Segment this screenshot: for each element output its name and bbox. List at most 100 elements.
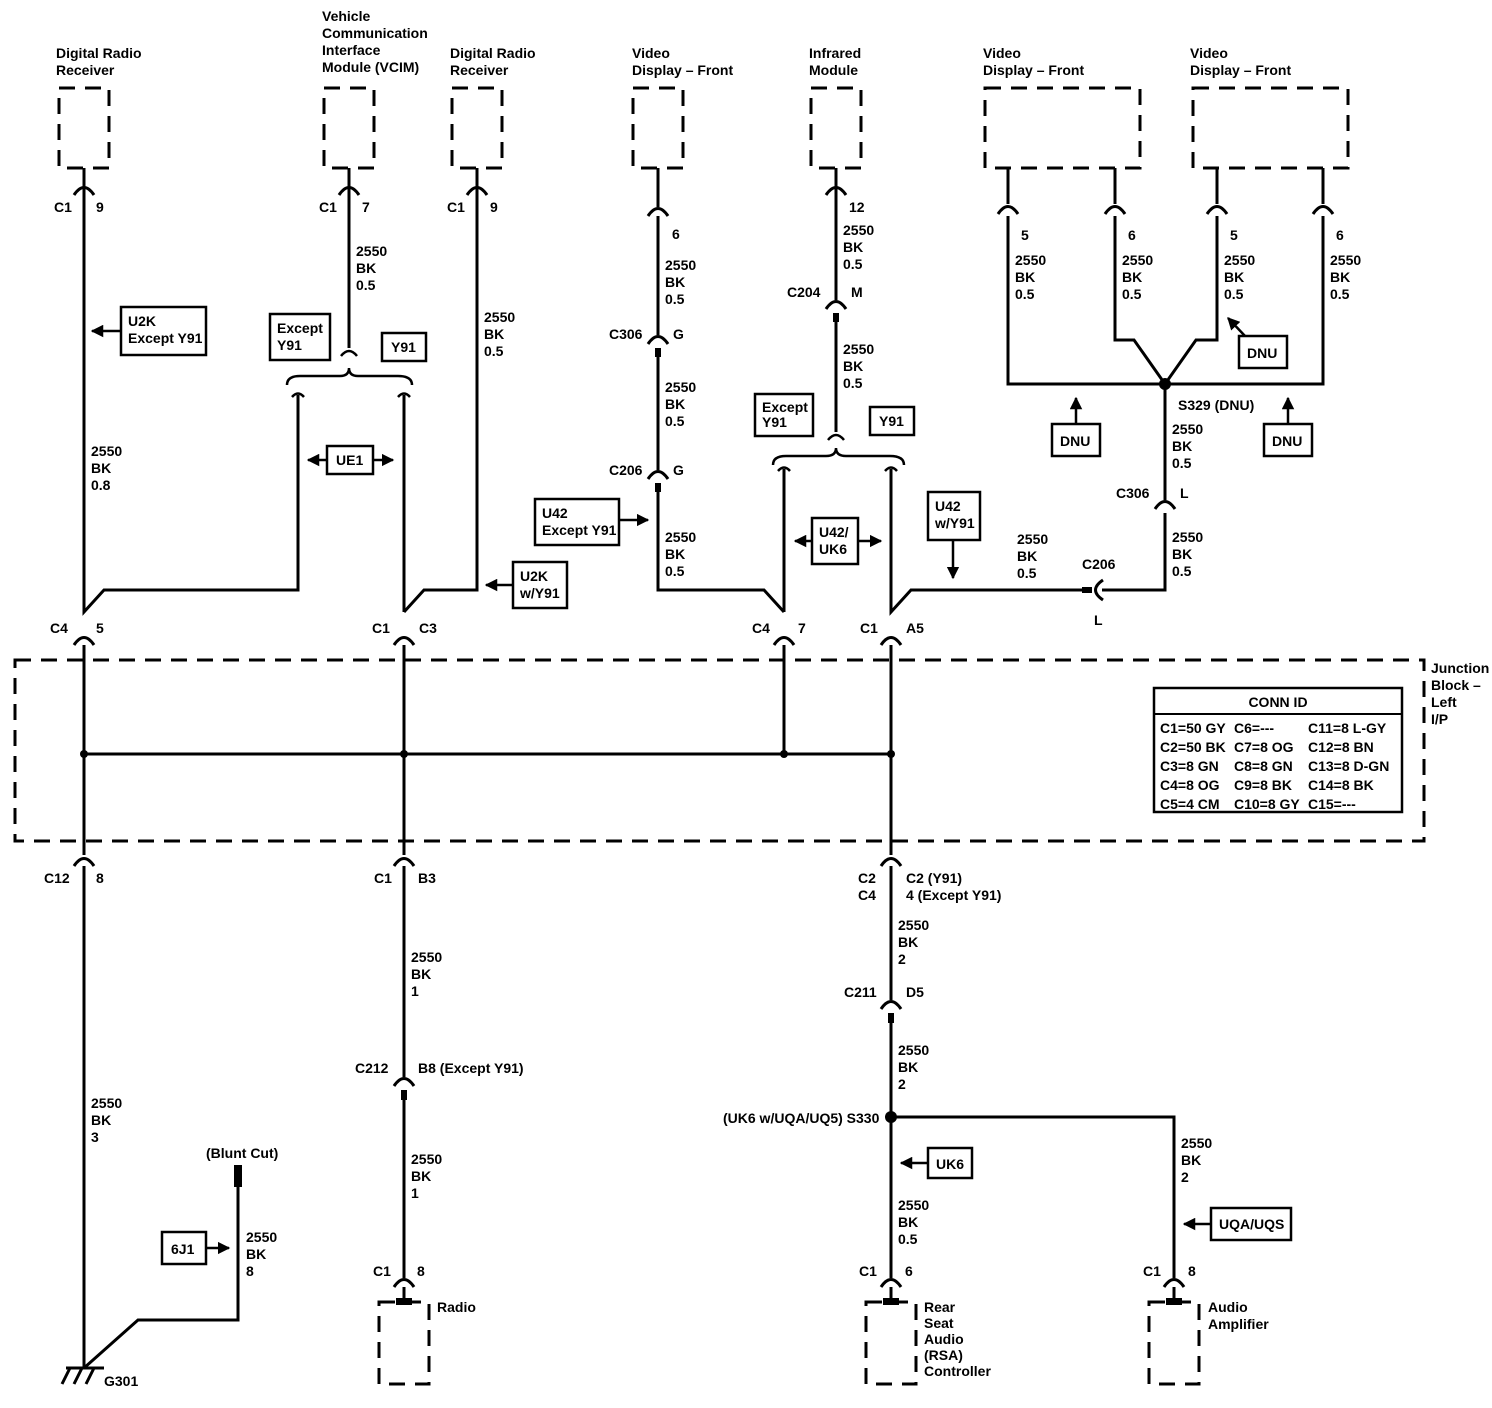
component-box (983, 86, 1142, 170)
connector-label: B8 (Except Y91) (418, 1060, 524, 1076)
svg-text:B3: B3 (418, 870, 436, 886)
pin-label: C1 (859, 1263, 877, 1279)
svg-text:C4=8 OG: C4=8 OG (1160, 777, 1220, 793)
pin-label: C1 (319, 199, 337, 215)
svg-text:C3: C3 (419, 620, 437, 636)
svg-text:DNU: DNU (1272, 433, 1302, 449)
component-box-radio (377, 1300, 431, 1386)
component-box (450, 86, 504, 170)
connector-label: C206 (609, 462, 643, 478)
option-box-uk6: UK6 (899, 1146, 974, 1180)
connector-label: C204 (787, 284, 821, 300)
inline-connector-c204-m (824, 300, 848, 310)
svg-text:Y91: Y91 (879, 413, 904, 429)
conn-id-row: C3=8 GN C8=8 GN C13=8 D-GN (1160, 758, 1389, 774)
svg-text:UQA/UQS: UQA/UQS (1219, 1216, 1284, 1232)
svg-text:U42/UK6: U42/UK6 (819, 524, 849, 557)
component-label: Radio (437, 1299, 476, 1315)
connector-symbol (392, 1278, 416, 1288)
component-box-rsa (864, 1300, 918, 1386)
svg-text:C7=8 OG: C7=8 OG (1234, 739, 1294, 755)
svg-text:C5=4 CM: C5=4 CM (1160, 796, 1220, 812)
pin-label: 5 (1021, 227, 1029, 243)
jb-connector-c2-c4 (879, 857, 903, 867)
inline-connector-c206-g (646, 470, 670, 480)
svg-text:8: 8 (96, 870, 104, 886)
option-box-u42-uk6: U42/UK6 (793, 516, 883, 566)
pin-label: 8 (417, 1263, 425, 1279)
option-box-uqa-uqs: UQA/UQS (1182, 1206, 1293, 1242)
pin-label: C1 (54, 199, 72, 215)
pin-label: C1 (373, 1263, 391, 1279)
connector-symbol (1103, 205, 1127, 215)
connector-label: M (851, 284, 863, 300)
svg-text:C2=50 BK: C2=50 BK (1160, 739, 1226, 755)
svg-text:5: 5 (96, 620, 104, 636)
svg-text:UE1: UE1 (336, 452, 363, 468)
connector-label: C212 (355, 1060, 389, 1076)
svg-text:C11=8 L-GY: C11=8 L-GY (1308, 720, 1387, 736)
connector-label: L (1094, 612, 1103, 628)
svg-text:C8=8 GN: C8=8 GN (1234, 758, 1293, 774)
pin-label: 6 (672, 226, 680, 242)
jb-connector-c1-b3 (392, 857, 416, 867)
ground-symbol (60, 1366, 104, 1385)
pin-label: C1 (1143, 1263, 1161, 1279)
svg-text:DNU: DNU (1060, 433, 1090, 449)
ground-label: G301 (104, 1373, 138, 1389)
inline-connector-c306-g (646, 335, 670, 345)
svg-text:A5: A5 (906, 620, 924, 636)
pin-label: 9 (96, 199, 104, 215)
inline-connector-c206-l (1094, 578, 1104, 602)
svg-text:C12: C12 (44, 870, 70, 886)
connector-symbol (1162, 1278, 1186, 1288)
splice-label: S329 (DNU) (1178, 397, 1254, 413)
jb-connector-c4-7 (772, 636, 796, 646)
pin-label: 8 (1188, 1263, 1196, 1279)
svg-text:DNU: DNU (1247, 345, 1277, 361)
component-box (809, 86, 863, 170)
jb-connector-c12-8 (72, 857, 96, 867)
blunt-cut-label: (Blunt Cut) (206, 1145, 278, 1161)
connector-label: G (673, 326, 684, 342)
jb-connector-c1-a5 (879, 636, 903, 646)
conn-id-row: C4=8 OG C9=8 BK C14=8 BK (1160, 777, 1374, 793)
pin-label: 9 (490, 199, 498, 215)
connector-symbol (1311, 205, 1335, 215)
